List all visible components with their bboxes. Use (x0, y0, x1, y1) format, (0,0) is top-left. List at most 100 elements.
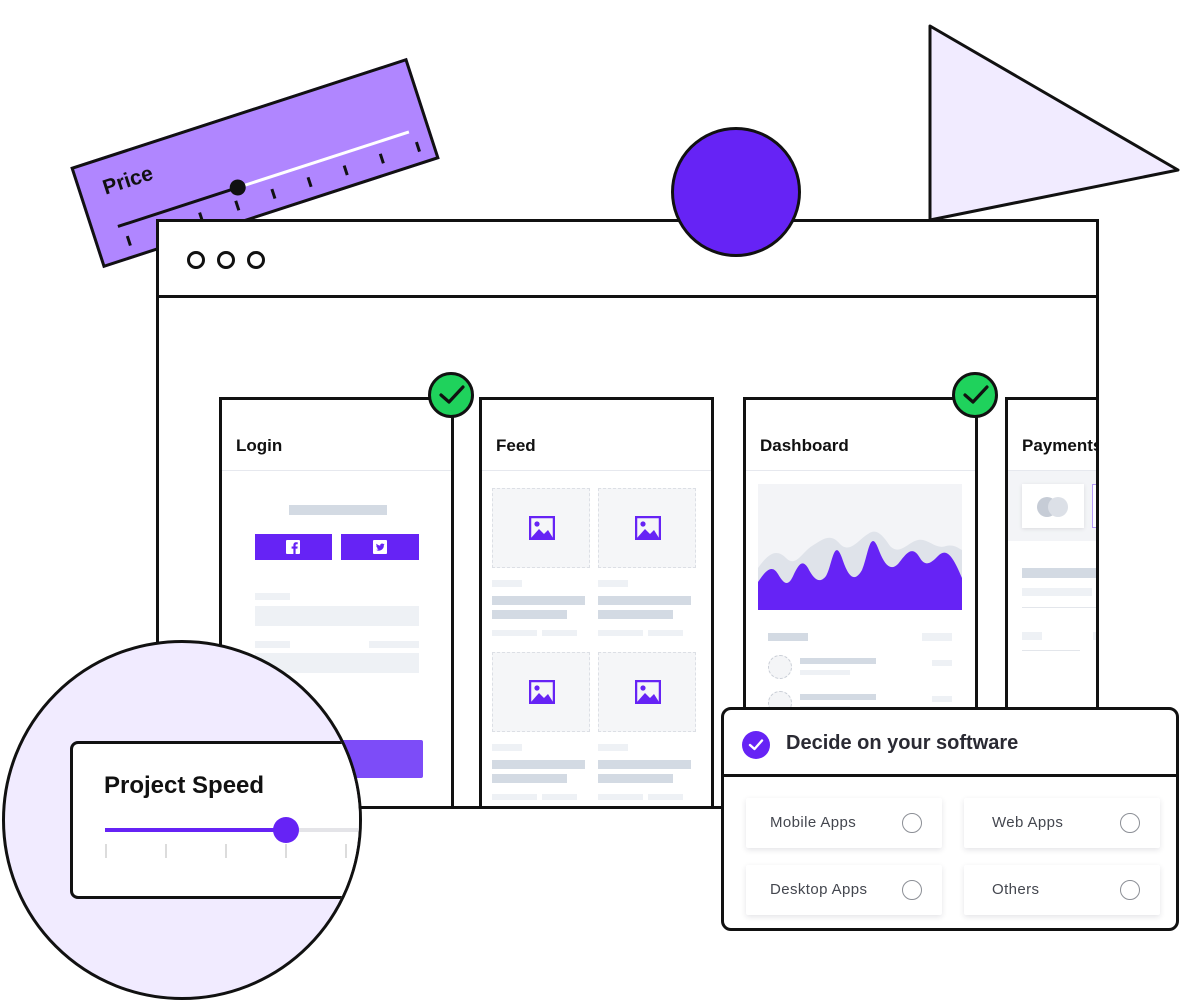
card-option[interactable] (1022, 484, 1084, 528)
text-placeholder (800, 670, 850, 675)
screen-card-feed: Feed (479, 397, 714, 806)
screen-divider (746, 470, 975, 471)
radio-button[interactable] (1120, 880, 1140, 900)
avatar-placeholder (768, 655, 792, 679)
image-icon (635, 516, 661, 540)
screen-divider (482, 470, 711, 471)
image-placeholder (598, 652, 696, 732)
option-label: Desktop Apps (770, 881, 868, 898)
text-placeholder (598, 760, 691, 769)
text-placeholder (598, 744, 628, 751)
text-placeholder (648, 630, 683, 636)
slider-tick (165, 844, 167, 858)
option-label: Web Apps (992, 814, 1064, 831)
text-placeholder (542, 630, 577, 636)
screen-divider (222, 470, 451, 471)
screen-title: Feed (496, 436, 536, 455)
text-placeholder (1022, 632, 1042, 640)
option-mobile-apps[interactable]: Mobile Apps (746, 798, 942, 848)
facebook-login-button[interactable] (255, 534, 332, 560)
check-circle-icon (742, 731, 770, 759)
twitter-icon (373, 540, 387, 554)
text-placeholder (932, 660, 952, 666)
project-speed-card: Project Speed (70, 741, 359, 899)
text-placeholder (1022, 588, 1092, 596)
option-label: Others (992, 881, 1040, 898)
image-placeholder (598, 488, 696, 568)
screen-title: Login (236, 436, 283, 455)
check-badge-dashboard (952, 372, 998, 418)
radio-button[interactable] (902, 880, 922, 900)
text-placeholder (492, 760, 585, 769)
slider-tick (285, 844, 287, 858)
text-placeholder (492, 744, 522, 751)
field-label-placeholder (369, 641, 419, 648)
browser-titlebar (159, 222, 1096, 298)
decide-title: Decide on your software (786, 732, 1019, 754)
price-slider-thumb (229, 179, 246, 196)
screen-title: Dashboard (760, 436, 849, 455)
text-placeholder (492, 596, 585, 605)
decide-header: Decide on your software (724, 710, 1176, 777)
image-icon (529, 516, 555, 540)
radio-button[interactable] (1120, 813, 1140, 833)
input-placeholder[interactable] (255, 653, 419, 673)
text-placeholder (542, 794, 577, 800)
text-placeholder (492, 774, 567, 783)
text-placeholder (598, 774, 673, 783)
option-label: Mobile Apps (770, 814, 857, 831)
window-control-dot[interactable] (187, 251, 205, 269)
text-placeholder (598, 610, 673, 619)
text-placeholder (598, 580, 628, 587)
check-badge-login (428, 372, 474, 418)
text-placeholder (598, 794, 643, 800)
option-web-apps[interactable]: Web Apps (964, 798, 1160, 848)
card-option-selected[interactable] (1092, 484, 1096, 528)
text-placeholder (598, 630, 643, 636)
image-icon (529, 680, 555, 704)
image-icon (635, 680, 661, 704)
text-placeholder (768, 633, 808, 641)
text-placeholder (492, 630, 537, 636)
text-placeholder (932, 696, 952, 702)
radio-button[interactable] (902, 813, 922, 833)
input-placeholder[interactable] (255, 606, 419, 626)
twitter-login-button[interactable] (341, 534, 419, 560)
text-placeholder (598, 596, 691, 605)
text-placeholder (648, 794, 683, 800)
check-icon (439, 385, 465, 404)
option-desktop-apps[interactable]: Desktop Apps (746, 865, 942, 915)
window-control-dot[interactable] (217, 251, 235, 269)
project-speed-title: Project Speed (104, 772, 265, 799)
facebook-icon (286, 540, 300, 554)
option-others[interactable]: Others (964, 865, 1160, 915)
field-line (1022, 650, 1080, 651)
project-speed-thumb[interactable] (273, 817, 299, 843)
text-placeholder (922, 633, 952, 641)
slider-tick (105, 844, 107, 858)
triangle-shape (928, 24, 1180, 222)
text-placeholder (800, 658, 876, 664)
field-label-placeholder (255, 593, 290, 600)
decide-software-panel: Decide on your software Mobile Apps Web … (721, 707, 1179, 931)
check-icon (963, 385, 989, 404)
project-speed-magnifier: Project Speed (2, 640, 362, 1000)
purple-circle-shape (671, 127, 801, 257)
field-line (1022, 607, 1096, 608)
project-speed-track[interactable] (105, 828, 359, 832)
field-label-placeholder (255, 641, 290, 648)
screen-divider (1008, 470, 1096, 471)
text-placeholder (289, 505, 387, 515)
window-control-dot[interactable] (247, 251, 265, 269)
text-placeholder (1093, 632, 1096, 640)
image-placeholder (492, 652, 590, 732)
text-placeholder (800, 694, 876, 700)
text-placeholder (492, 610, 567, 619)
project-speed-fill (105, 828, 286, 832)
slider-tick (225, 844, 227, 858)
text-placeholder (1022, 568, 1096, 578)
text-placeholder (492, 794, 537, 800)
screen-title: Payments (1022, 436, 1099, 455)
dashboard-area-chart (758, 484, 962, 610)
text-placeholder (492, 580, 522, 587)
